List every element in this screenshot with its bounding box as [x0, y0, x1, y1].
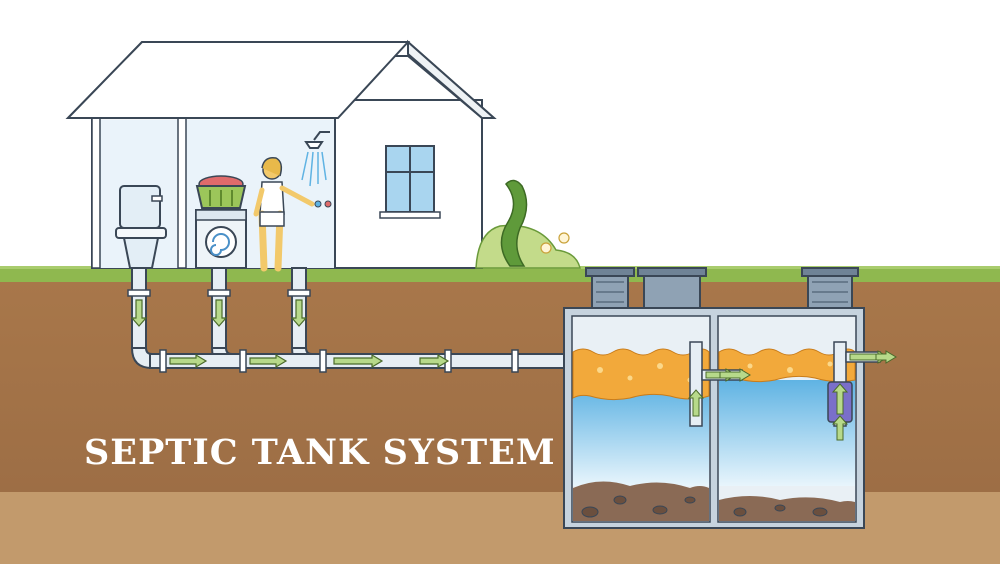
- septic-tank: [563, 267, 897, 529]
- grass: [0, 268, 1000, 282]
- sludge-layer-1: [573, 481, 709, 521]
- house: [65, 39, 497, 269]
- effluent-layer-1: [573, 386, 709, 486]
- washing-machine-icon: [195, 209, 247, 269]
- bush-icon: [475, 179, 581, 269]
- flow-arrow-icon: [130, 299, 592, 401]
- house-window: [379, 145, 441, 219]
- scum-layer-1: [572, 348, 710, 401]
- laundry-basket-icon: [195, 175, 247, 209]
- toilet-icon: [115, 185, 167, 269]
- person-icon: [253, 156, 315, 272]
- shower-head-icon: [301, 131, 332, 208]
- scum-layer-2: [718, 348, 856, 383]
- diagram-title: SEPTIC TANK SYSTEM: [84, 432, 556, 473]
